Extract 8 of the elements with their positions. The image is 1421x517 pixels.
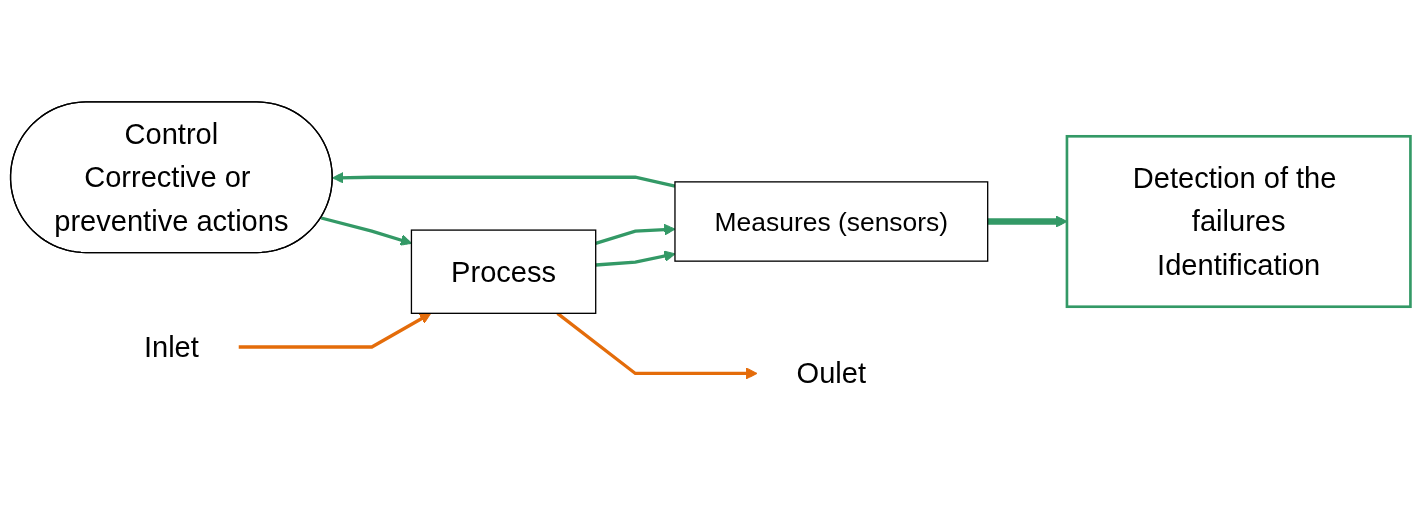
- node-text: Inlet: [143, 330, 199, 364]
- node-text: Oulet: [796, 356, 867, 390]
- node-box: Process: [410, 229, 597, 314]
- node-box: Measures (sensors): [674, 181, 989, 262]
- node-box: Detection of the failures Identification: [1065, 135, 1412, 309]
- arrow: [320, 216, 412, 246]
- arrow: [556, 312, 758, 380]
- arrow: [238, 312, 432, 349]
